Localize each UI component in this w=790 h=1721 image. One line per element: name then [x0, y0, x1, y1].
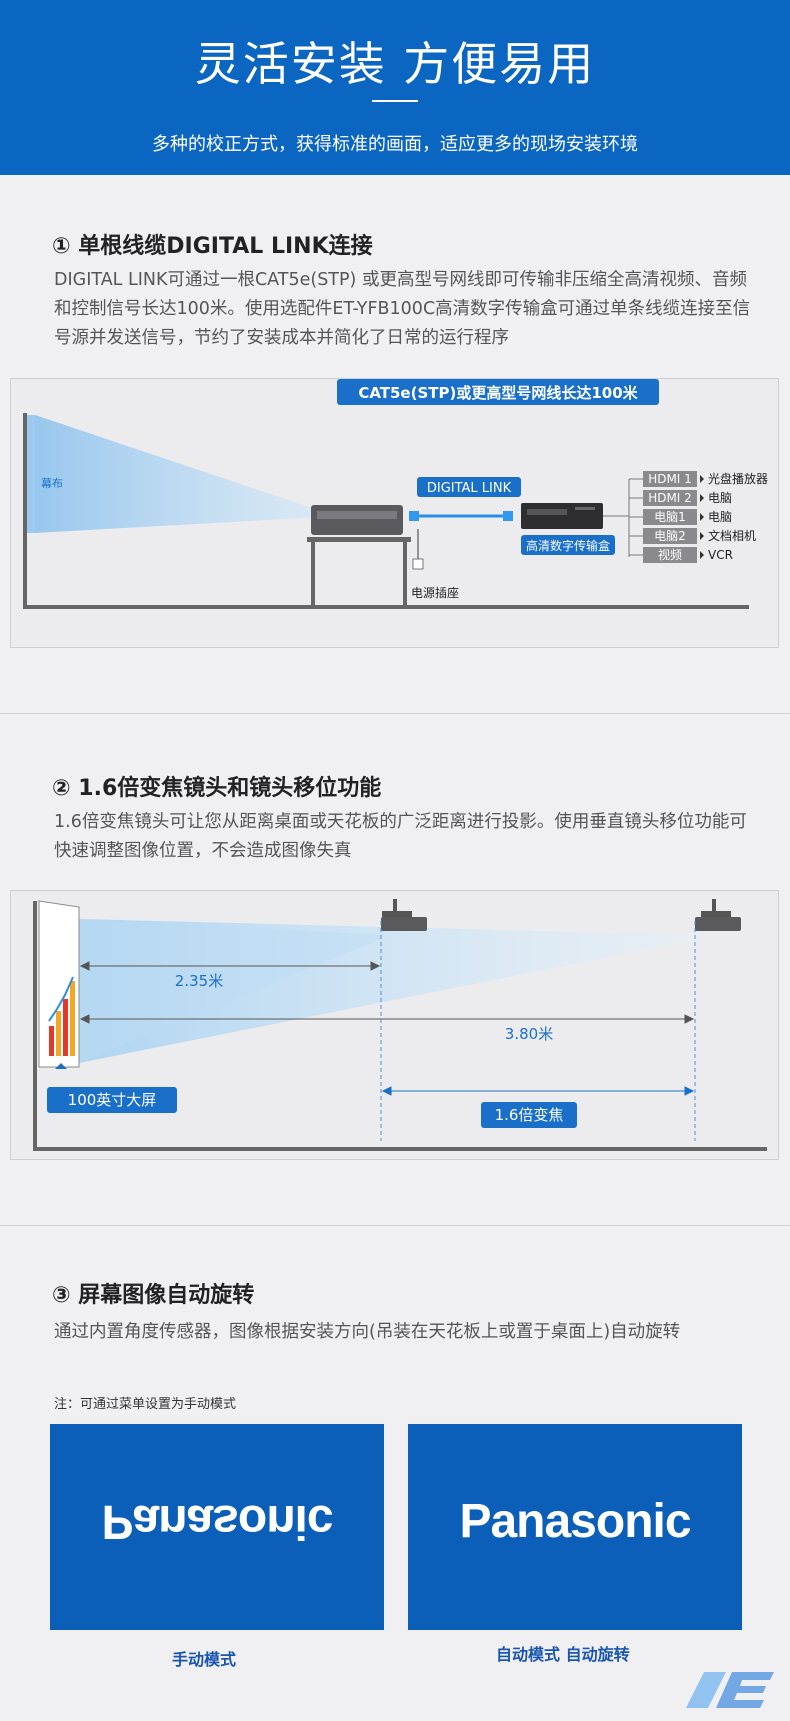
projector-icon	[311, 505, 403, 535]
digital-link-label: DIGITAL LINK	[427, 481, 512, 496]
page-subtitle: 多种的校正方式，获得标准的画面，适应更多的现场安装环境	[152, 134, 638, 155]
title-underline	[372, 100, 418, 102]
projection-beam	[35, 415, 321, 533]
input-port-label: 电脑2	[654, 529, 686, 543]
input-port-label: 电脑1	[654, 510, 686, 524]
input-port-label: 视频	[658, 547, 682, 562]
screen-size-badge	[47, 1087, 177, 1113]
section1-title: ① 单根线缆DIGITAL LINK连接	[52, 234, 373, 259]
input-device-label: 光盘播放器	[708, 471, 768, 486]
cable-label: CAT5e(STP)或更高型号网线长达100米	[358, 384, 638, 402]
section-divider	[0, 1225, 790, 1226]
digital-link-badge	[417, 477, 521, 497]
section1-text: DIGITAL LINK可通过一根CAT5e(STP) 或更高型号网线即可传输非…	[54, 270, 751, 348]
input-device-label: 文档相机	[708, 528, 756, 543]
power-outlet-icon	[412, 558, 424, 570]
screen-label: 幕布	[41, 476, 63, 490]
section3-title: ③ 屏幕图像自动旋转	[52, 1283, 255, 1308]
input-port-list	[643, 471, 704, 563]
manual-mode-caption: 手动模式	[172, 1650, 237, 1669]
far-distance-label: 3.80米	[505, 1025, 553, 1043]
input-device-label: 电脑	[708, 491, 732, 505]
section3-text: 通过内置角度传感器，图像根据安装方向(吊装在天花板上或置于桌面上)自动旋转	[54, 1322, 681, 1342]
digital-link-diagram: HDMI 1 HDMI 2 电脑1 电脑2 视频 光盘播放器 电脑 电脑 文档相…	[10, 378, 779, 648]
zoom-lens-diagram: 2.35米 3.80米 100英寸大屏 1.6倍变焦	[10, 890, 779, 1160]
manual-mode-note: 注：可通过菜单设置为手动模式	[54, 1397, 237, 1412]
far-distance-arrow	[79, 1014, 695, 1024]
short-throw-beam	[79, 919, 381, 1063]
corner-brand-mark-icon	[686, 1672, 774, 1708]
auto-mode-caption: 自动模式 自动旋转	[496, 1645, 630, 1664]
power-label: 电源插座	[411, 585, 459, 600]
input-device-label: VCR	[708, 548, 733, 562]
section2-text: 1.6倍变焦镜头可让您从距离桌面或天花板的广泛距离进行投影。使用垂直镜头移位功能…	[54, 812, 747, 861]
near-distance-label: 2.35米	[175, 972, 223, 990]
long-throw-beam	[79, 919, 699, 1063]
section-divider	[0, 713, 790, 714]
flipped-logo: Panasonic	[101, 1495, 333, 1548]
projector-far-icon	[695, 917, 741, 931]
transmission-box-icon	[521, 503, 603, 529]
table-icon	[307, 537, 411, 542]
zoom-range-arrow	[381, 1086, 695, 1096]
cable-label-badge	[337, 379, 659, 405]
box-label: 高清数字传输盒	[526, 538, 610, 553]
input-port-label: HDMI 2	[648, 491, 692, 505]
input-port-label: HDMI 1	[648, 472, 692, 486]
near-distance-arrow	[79, 961, 381, 971]
zoom-label: 1.6倍变焦	[495, 1106, 564, 1124]
input-device-label: 电脑	[708, 510, 732, 524]
zoom-badge	[481, 1102, 577, 1128]
section2-title: ② 1.6倍变焦镜头和镜头移位功能	[52, 776, 382, 801]
auto-mode-logo-box: Panasonic	[408, 1424, 742, 1630]
box-label-badge	[521, 535, 615, 555]
page-header: 灵活安装 方便易用 多种的校正方式，获得标准的画面，适应更多的现场安装环境	[0, 0, 790, 175]
screen-surface	[27, 415, 35, 533]
page-title: 灵活安装 方便易用	[194, 37, 596, 91]
upright-logo: Panasonic	[459, 1495, 691, 1548]
screen-board	[38, 900, 80, 1068]
manual-mode-logo-box: Panasonic	[50, 1424, 384, 1630]
screen-size-label: 100英寸大屏	[68, 1091, 157, 1109]
projector-near-icon	[381, 917, 427, 931]
